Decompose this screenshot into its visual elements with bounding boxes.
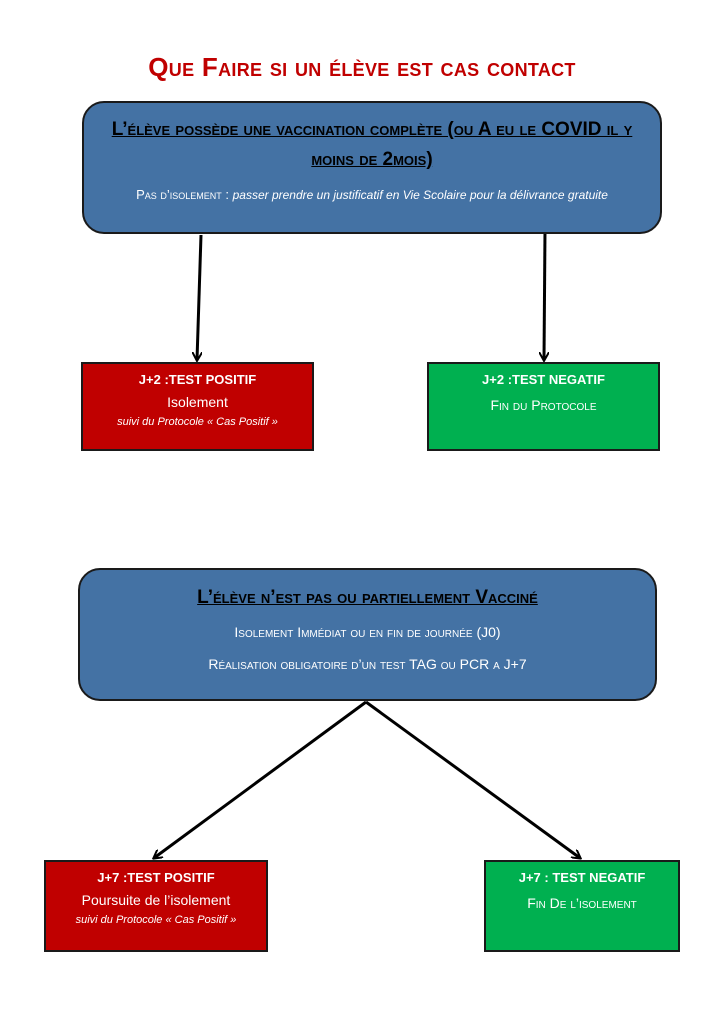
j7-positive-box: J+7 :TEST POSITIF Poursuite de l’isoleme…	[44, 860, 268, 952]
j2-negative-heading: J+2 :TEST NEGATIF	[482, 372, 605, 387]
immediate-isolation-line: Isolement Immédiat ou en fin de journée …	[234, 624, 501, 640]
j7-positive-heading: J+7 :TEST POSITIF	[97, 870, 215, 885]
j7-positive-sub: suivi du Protocole « Cas Positif »	[75, 914, 237, 926]
j7-negative-heading: J+7 : TEST NEGATIF	[518, 870, 646, 885]
arrow-top-to-positive	[197, 234, 203, 360]
arrow-bottom-to-negative	[365, 700, 580, 858]
page-title: Que Faire si un élève est cas contact	[148, 52, 576, 82]
j7-negative-body: Fin De l’isolement	[527, 895, 637, 911]
not-vaccinated-heading: L’élève n’est pas ou partiellement Vacci…	[197, 587, 538, 608]
j2-negative-box: J+2 :TEST NEGATIF Fin du Protocole	[427, 362, 660, 451]
j7-negative-box: J+7 : TEST NEGATIF Fin De l’isolement	[484, 860, 680, 952]
fully-vaccinated-box: L’élève possède une vaccination complète…	[82, 101, 662, 234]
arrow-top-to-negative	[544, 229, 545, 360]
no-isolation-label: Pas d’isolement :	[136, 187, 229, 202]
j2-positive-body: Isolement	[167, 394, 228, 410]
j2-positive-box: J+2 :TEST POSITIF Isolement suivi du Pro…	[81, 362, 314, 451]
no-isolation-line: Pas d’isolement : passer prendre un just…	[84, 187, 660, 202]
j2-positive-heading: J+2 :TEST POSITIF	[138, 372, 257, 387]
not-vaccinated-box: L’élève n’est pas ou partiellement Vacci…	[78, 568, 657, 701]
j7-positive-body: Poursuite de l’isolement	[81, 892, 231, 908]
no-isolation-detail: passer prendre un justificatif en Vie Sc…	[232, 188, 608, 202]
mandatory-test-line: Réalisation obligatoire d’un test TAG ou…	[208, 656, 527, 672]
arrow-bottom-to-positive	[154, 700, 367, 858]
j2-positive-sub: suivi du Protocole « Cas Positif »	[117, 416, 278, 428]
fully-vaccinated-heading: L’élève possède une vaccination complète…	[111, 119, 633, 170]
j2-negative-body: Fin du Protocole	[490, 397, 597, 413]
